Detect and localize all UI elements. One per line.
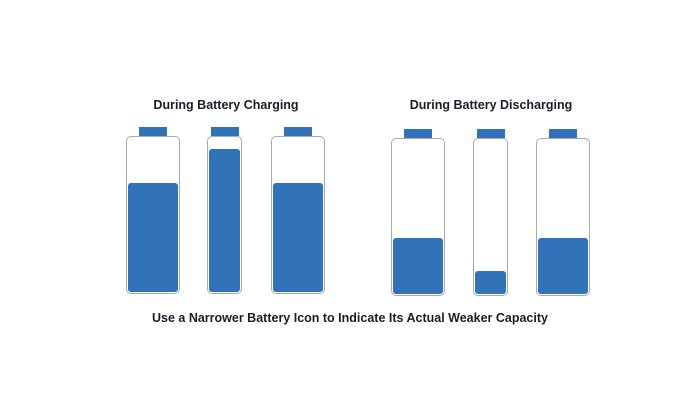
- battery-cap: [284, 127, 312, 136]
- battery-fill: [475, 271, 506, 294]
- battery-fill: [538, 238, 588, 294]
- battery-fill: [209, 148, 240, 292]
- battery-body: [536, 138, 590, 296]
- charging-title: During Battery Charging: [153, 98, 299, 112]
- battery-fill: [128, 183, 178, 292]
- battery-cap: [549, 129, 577, 138]
- battery-cap: [476, 129, 505, 138]
- battery-fill: [393, 238, 443, 294]
- discharging-battery-1-icon: [391, 129, 445, 296]
- discharging-title: During Battery Discharging: [409, 98, 573, 112]
- battery-body: [126, 136, 180, 294]
- caption: Use a Narrower Battery Icon to Indicate …: [152, 311, 548, 325]
- battery-body: [391, 138, 445, 296]
- charging-battery-3-icon: [271, 127, 325, 294]
- battery-body: [473, 138, 508, 296]
- battery-cap: [210, 127, 239, 136]
- battery-body: [207, 136, 242, 294]
- battery-cap: [139, 127, 167, 136]
- battery-body: [271, 136, 325, 294]
- discharging-battery-2-narrow-icon: [473, 129, 508, 296]
- charging-battery-1-icon: [126, 127, 180, 294]
- charging-battery-2-narrow-icon: [207, 127, 242, 294]
- battery-cap: [404, 129, 432, 138]
- battery-fill: [273, 183, 323, 292]
- discharging-battery-3-icon: [536, 129, 590, 296]
